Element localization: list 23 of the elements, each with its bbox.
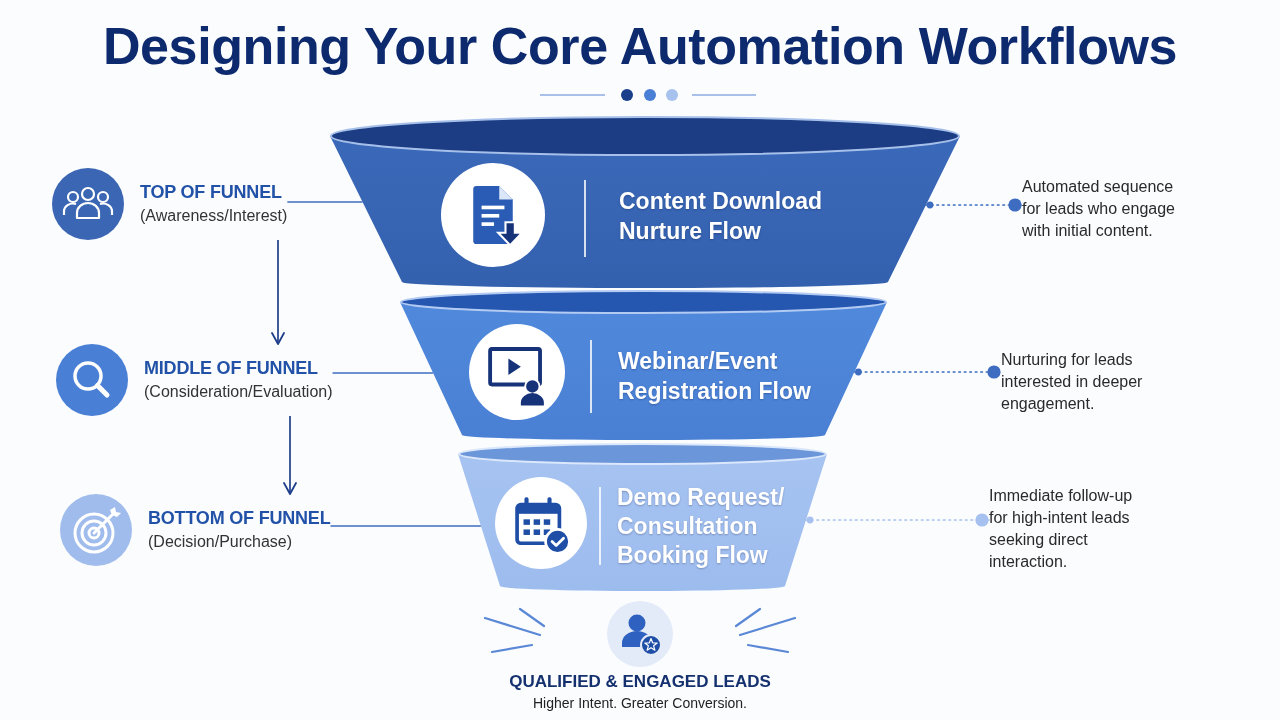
outcome-heading: QUALIFIED & ENGAGED LEADS <box>509 671 771 693</box>
arrow <box>271 239 285 345</box>
leader-line <box>329 525 482 527</box>
description-text: Nurturing for leads interested in deeper engagement. <box>1001 349 1163 415</box>
stage-heading: MIDDLE OF FUNNEL <box>144 357 318 380</box>
leader-line <box>286 201 364 203</box>
stage-heading: BOTTOM OF FUNNEL <box>148 507 331 530</box>
dotted-connector <box>853 365 1002 379</box>
segment-label: Content Download Nurture Flow <box>619 187 824 246</box>
description-text: Automated sequence for leads who engage with initial content. <box>1022 176 1190 242</box>
stage-heading: TOP OF FUNNEL <box>140 181 282 204</box>
leader-line <box>331 372 434 374</box>
segment-label: Webinar/Event Registration Flow <box>618 347 812 406</box>
segment-label: Demo Request/ Consultation Booking Flow <box>617 483 786 570</box>
stage-subtitle: (Awareness/Interest) <box>140 206 288 226</box>
description-text: Immediate follow-up for high-intent leads seeking direct interaction. <box>989 485 1143 573</box>
outcome-subtitle: Higher Intent. Greater Conversion. <box>533 694 747 713</box>
dotted-connector <box>925 198 1023 212</box>
title: Designing Your Core Automation Workflows <box>102 16 1178 76</box>
stage-subtitle: (Decision/Purchase) <box>148 532 293 552</box>
stage-subtitle: (Consideration/Evaluation) <box>144 382 333 402</box>
arrow <box>283 415 297 495</box>
dotted-connector <box>805 513 990 527</box>
